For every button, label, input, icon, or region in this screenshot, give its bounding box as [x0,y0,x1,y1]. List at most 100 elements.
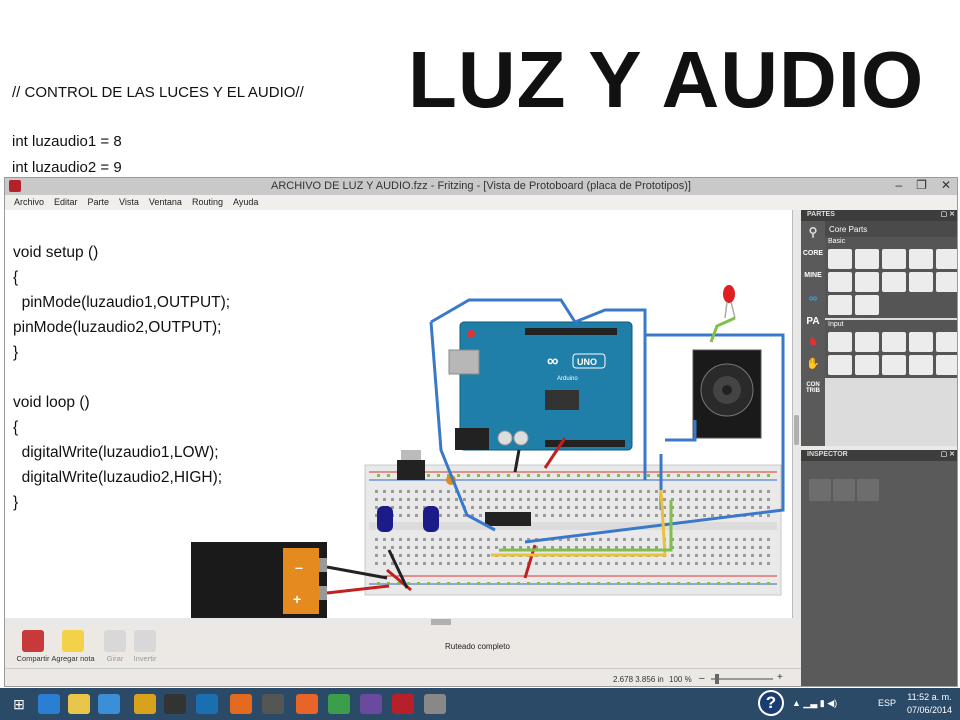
part-reed-icon[interactable] [936,355,957,375]
canvas-horizontal-scrollbar[interactable] [5,618,793,626]
menu-ventana[interactable]: Ventana [148,197,182,207]
part-keypad-icon[interactable] [855,355,879,375]
zoom-in-icon[interactable]: + [777,672,783,683]
menu-editar[interactable]: Editar [54,197,78,207]
part-electrolytic-icon[interactable] [909,249,933,269]
inspector-float-close-icon[interactable]: ▢ ✕ [940,451,955,458]
vlc-icon[interactable] [134,694,156,714]
rotate-button[interactable]: Girar [87,630,143,663]
zoom-slider[interactable] [711,674,773,684]
red-led[interactable] [723,285,736,319]
inspector-view-tile [857,479,879,501]
add-note-button[interactable]: Agregar nota [45,630,101,663]
menu-archivo[interactable]: Archivo [14,197,45,207]
part-transistor-icon[interactable] [882,272,906,292]
svg-text:+: + [293,591,301,607]
flip-icon [134,630,156,652]
zoom-out-icon[interactable]: – [699,673,705,684]
app-icon[interactable] [262,694,284,714]
file-explorer-icon[interactable] [68,694,90,714]
part-thermo-icon[interactable] [909,355,933,375]
part-mic-icon[interactable] [855,332,879,352]
firefox-window-icon[interactable] [296,694,318,714]
part-inductor-icon[interactable] [828,272,852,292]
hp-icon[interactable] [196,694,218,714]
app3-icon[interactable] [424,694,446,714]
tab-mine[interactable]: MINE [804,272,822,279]
fritzing-app-icon [9,180,21,192]
animal-bin-icon[interactable]: ♞ [808,336,818,348]
panel-float-close-icon[interactable]: ▢ ✕ [940,211,955,218]
part-power-icon[interactable] [828,295,852,315]
blue-wires[interactable] [429,298,785,544]
part-slide-icon[interactable] [909,332,933,352]
maximize-button[interactable]: ❐ [916,178,927,192]
menu-vista[interactable]: Vista [119,197,139,207]
part-mystery-icon[interactable] [855,295,879,315]
window-title: ARCHIVO DE LUZ Y AUDIO.fzz - Fritzing - … [271,180,691,192]
media-icon[interactable] [164,694,186,714]
menu-bar: Archivo Editar Parte Vista Ventana Routi… [5,195,957,210]
chrome-icon[interactable] [328,694,350,714]
fritzing-taskbar-icon[interactable] [392,694,414,714]
language-indicator[interactable]: ESP [878,698,897,708]
part-button-icon[interactable] [936,332,957,352]
voltage-regulator[interactable] [397,450,425,480]
svg-text:Arduino: Arduino [557,376,578,382]
parts-bin: Core Parts Basic Input [825,221,957,446]
part-ldr-icon[interactable] [882,355,906,375]
internet-explorer-icon[interactable] [38,694,60,714]
code-comment: // CONTROL DE LAS LUCES Y EL AUDIO// [12,84,304,101]
part-resistor-icon[interactable] [828,249,852,269]
part-fuse-icon[interactable] [936,272,957,292]
help-icon[interactable]: ? [758,690,784,716]
electrolytic-capacitor-2[interactable] [423,506,439,532]
tray-icons[interactable]: ▲ ▁▃ ▮ ◀) [792,698,838,708]
start-icon[interactable]: ⊞ [13,696,25,712]
flip-button[interactable]: Invertir [117,630,173,663]
hand-bin-icon[interactable]: ✋ [806,358,820,370]
arduino-bin-icon[interactable]: ∞ [808,291,818,305]
status-bar: 2.678 3.856 in 100 % – + [5,668,801,686]
part-capacitor-icon[interactable] [882,249,906,269]
inspector-panel: INSPECTOR ▢ ✕ [801,450,957,686]
share-label: Compartir [16,654,50,663]
fritzing-window: ARCHIVO DE LUZ Y AUDIO.fzz - Fritzing - … [4,177,958,687]
minimize-button[interactable]: – [895,178,903,192]
parts-bin-title: Core Parts [825,221,957,237]
pa-bin-icon[interactable]: PA [806,316,820,327]
speaker-part[interactable] [692,349,762,439]
inspector-view-tile [809,479,831,501]
clock[interactable]: 11:52 a. m. 07/06/2014 [907,691,952,717]
clock-time: 11:52 a. m. [907,692,952,702]
store-icon[interactable] [98,694,120,714]
menu-ayuda[interactable]: Ayuda [232,197,259,207]
part-sensor-icon[interactable] [828,355,852,375]
part-pot-icon[interactable] [828,332,852,352]
part-diode-icon[interactable] [855,272,879,292]
svg-text:UNO: UNO [577,357,597,367]
part-rotary-pot-icon[interactable] [855,249,879,269]
part-switch-icon[interactable] [882,332,906,352]
part-mosfet-icon[interactable] [909,272,933,292]
share-button[interactable]: Compartir [5,630,61,663]
red-black-wires[interactable] [326,316,736,595]
canvas-vertical-scrollbar[interactable] [793,210,800,618]
arduino-uno-board[interactable]: ∞ UNO Arduino [448,321,633,451]
firefox-icon[interactable] [230,694,252,714]
search-icon[interactable]: ⚲ [808,225,818,239]
tab-contrib[interactable]: CON TRIB [806,382,820,394]
menu-routing[interactable]: Routing [191,197,223,207]
tab-core[interactable]: CORE [802,250,824,257]
routing-status: Ruteado completo [445,642,510,651]
breadboard-canvas[interactable]: ∞ UNO Arduino [5,210,793,618]
electrolytic-capacitor-1[interactable] [377,506,393,532]
rotate-icon [104,630,126,652]
menu-parte[interactable]: Parte [87,197,110,207]
bottom-toolbar: Compartir Agregar nota Girar Invertir Ru… [5,626,801,668]
part-battery-icon[interactable] [936,249,957,269]
ic-chip[interactable] [485,512,531,526]
close-button[interactable]: ✕ [940,178,951,192]
battery-9v[interactable]: – + [191,542,327,618]
app2-icon[interactable] [360,694,382,714]
